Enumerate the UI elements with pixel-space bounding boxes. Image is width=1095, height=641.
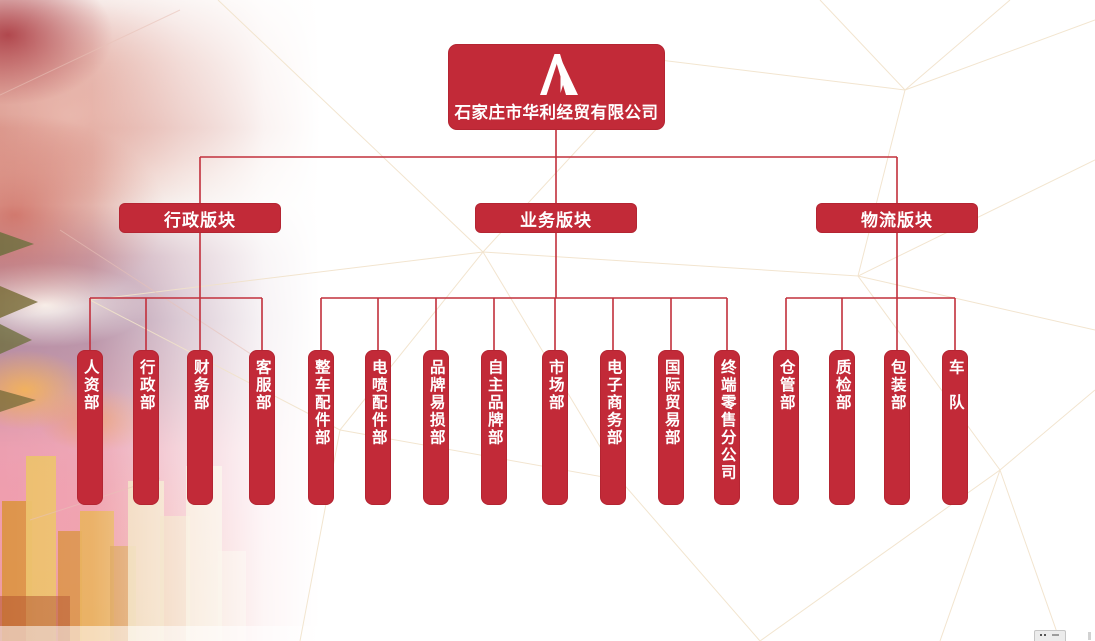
dept-label: 行政部 xyxy=(137,359,155,412)
dept-label: 电子商务部 xyxy=(604,359,622,447)
company-name: 石家庄市华利经贸有限公司 xyxy=(454,104,659,122)
dept-column-hr: 人资部 xyxy=(77,350,103,505)
dept-column-efi-parts: 电喷配件部 xyxy=(365,350,391,505)
dept-label: 仓管部 xyxy=(777,359,795,412)
dept-column-own-brand: 自主品牌部 xyxy=(481,350,507,505)
artifact-dash xyxy=(1052,634,1059,636)
dept-label: 包装部 xyxy=(888,359,906,412)
dept-column-brand-wear: 品牌易损部 xyxy=(423,350,449,505)
dept-label: 终端零售分公司 xyxy=(718,359,736,482)
dept-label: 客服部 xyxy=(253,359,271,412)
branch-logistics: 物流版块 xyxy=(816,203,978,233)
dept-label: 整车配件部 xyxy=(312,359,330,447)
dept-column-finance: 财务部 xyxy=(187,350,213,505)
dept-column-retail-branch: 终端零售分公司 xyxy=(714,350,740,505)
dept-column-quality: 质检部 xyxy=(829,350,855,505)
dept-column-ecommerce: 电子商务部 xyxy=(600,350,626,505)
dept-column-service: 客服部 xyxy=(249,350,275,505)
dept-label: 电喷配件部 xyxy=(369,359,387,447)
dept-column-marketing: 市场部 xyxy=(542,350,568,505)
dept-label: 品牌易损部 xyxy=(427,359,445,447)
dept-column-vehicle-parts: 整车配件部 xyxy=(308,350,334,505)
ui-artifact-tick xyxy=(1088,632,1091,640)
branch-admin: 行政版块 xyxy=(119,203,281,233)
ui-artifact xyxy=(1034,630,1066,641)
dept-column-fleet: 车 队 xyxy=(942,350,968,505)
dept-column-intl-trade: 国际贸易部 xyxy=(658,350,684,505)
branch-label: 行政版块 xyxy=(164,210,236,230)
dept-column-warehouse: 仓管部 xyxy=(773,350,799,505)
artifact-dot xyxy=(1040,634,1042,636)
artifact-dot xyxy=(1044,634,1046,636)
city-skyline-image xyxy=(0,456,330,641)
branch-business: 业务版块 xyxy=(475,203,637,233)
company-logo-icon xyxy=(539,54,578,95)
background-collage xyxy=(0,0,330,641)
root-company-node: 石家庄市华利经贸有限公司 xyxy=(448,44,665,130)
dept-label: 国际贸易部 xyxy=(662,359,680,447)
dept-label: 财务部 xyxy=(191,359,209,412)
dept-label: 市场部 xyxy=(546,359,564,412)
dept-label: 车 队 xyxy=(946,359,964,412)
dept-column-packing: 包装部 xyxy=(884,350,910,505)
dept-label: 人资部 xyxy=(81,359,99,412)
dept-column-admin: 行政部 xyxy=(133,350,159,505)
branch-label: 物流版块 xyxy=(861,210,933,230)
dept-label: 自主品牌部 xyxy=(485,359,503,447)
branch-label: 业务版块 xyxy=(520,210,592,230)
dept-label: 质检部 xyxy=(833,359,851,412)
pagoda-roofs-image xyxy=(0,232,38,412)
